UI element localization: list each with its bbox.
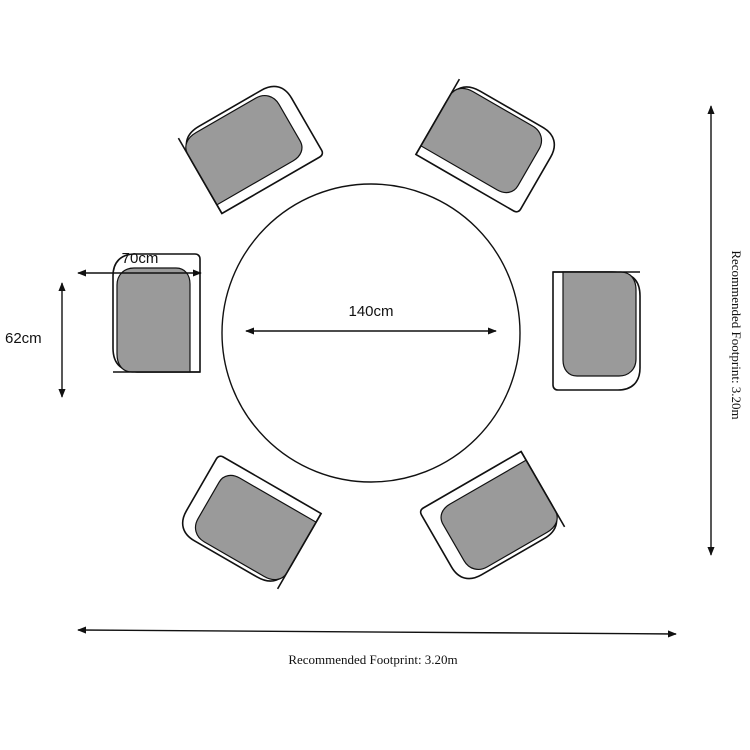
chair-width-label: 70cm [122,250,159,267]
chair-left [112,253,201,373]
footprint-horizontal-label: Recommended Footprint: 3.20m [288,652,457,667]
chair-bottom-right [418,450,566,587]
chair-top-left [177,78,325,215]
chair-depth-label: 62cm [5,330,42,347]
footprint-horizontal-arrow [77,626,677,638]
round-table [221,183,521,483]
chair-bottom-left [174,453,322,590]
table-diameter-label: 140cm [348,303,393,320]
footprint-vertical-label: Recommended Footprint: 3.20m [729,250,744,419]
chair-right [552,271,641,391]
chair-top-right [415,78,563,215]
